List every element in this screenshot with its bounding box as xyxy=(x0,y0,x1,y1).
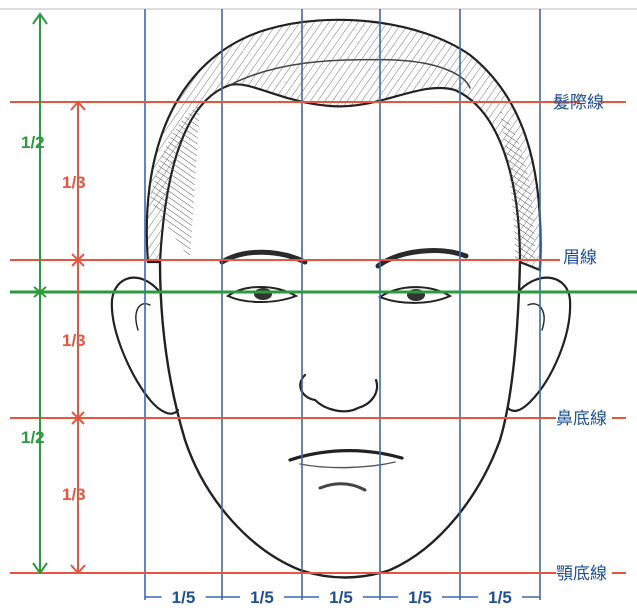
hair xyxy=(145,18,542,272)
mouth xyxy=(288,449,404,462)
third-top-label: 1/3 xyxy=(62,173,86,192)
horizontal-guides xyxy=(10,101,637,574)
right-ear xyxy=(506,276,572,412)
brow-label: 眉線 xyxy=(563,248,597,268)
fifth-label-4: 1/5 xyxy=(488,588,512,607)
chin-label: 顎底線 xyxy=(556,564,607,584)
nose-label: 鼻底線 xyxy=(556,409,607,429)
fifth-label-3: 1/5 xyxy=(408,588,432,607)
third-mid-label: 1/3 xyxy=(62,331,86,350)
face-outline xyxy=(158,260,522,579)
thirds-measure xyxy=(70,100,86,575)
nose xyxy=(299,373,379,413)
right-eye xyxy=(377,286,453,304)
fifths-measure: 1/5 1/5 1/5 1/5 1/5 xyxy=(145,588,540,607)
left-eye xyxy=(226,286,299,303)
fifth-label-1: 1/5 xyxy=(250,588,274,607)
third-bottom-label: 1/3 xyxy=(62,485,86,504)
half-bottom-label: 1/2 xyxy=(21,428,45,447)
right-eyebrow xyxy=(375,248,469,269)
fifths-grid xyxy=(144,9,541,600)
fifth-label-0: 1/5 xyxy=(172,588,196,607)
fifth-label-2: 1/5 xyxy=(329,588,353,607)
left-ear xyxy=(110,276,180,415)
half-top-label: 1/2 xyxy=(21,133,45,152)
hairline-label: 髮際線 xyxy=(553,93,604,113)
face-sketch xyxy=(110,18,572,579)
left-eyebrow xyxy=(219,249,308,265)
halves-measure xyxy=(32,12,48,575)
